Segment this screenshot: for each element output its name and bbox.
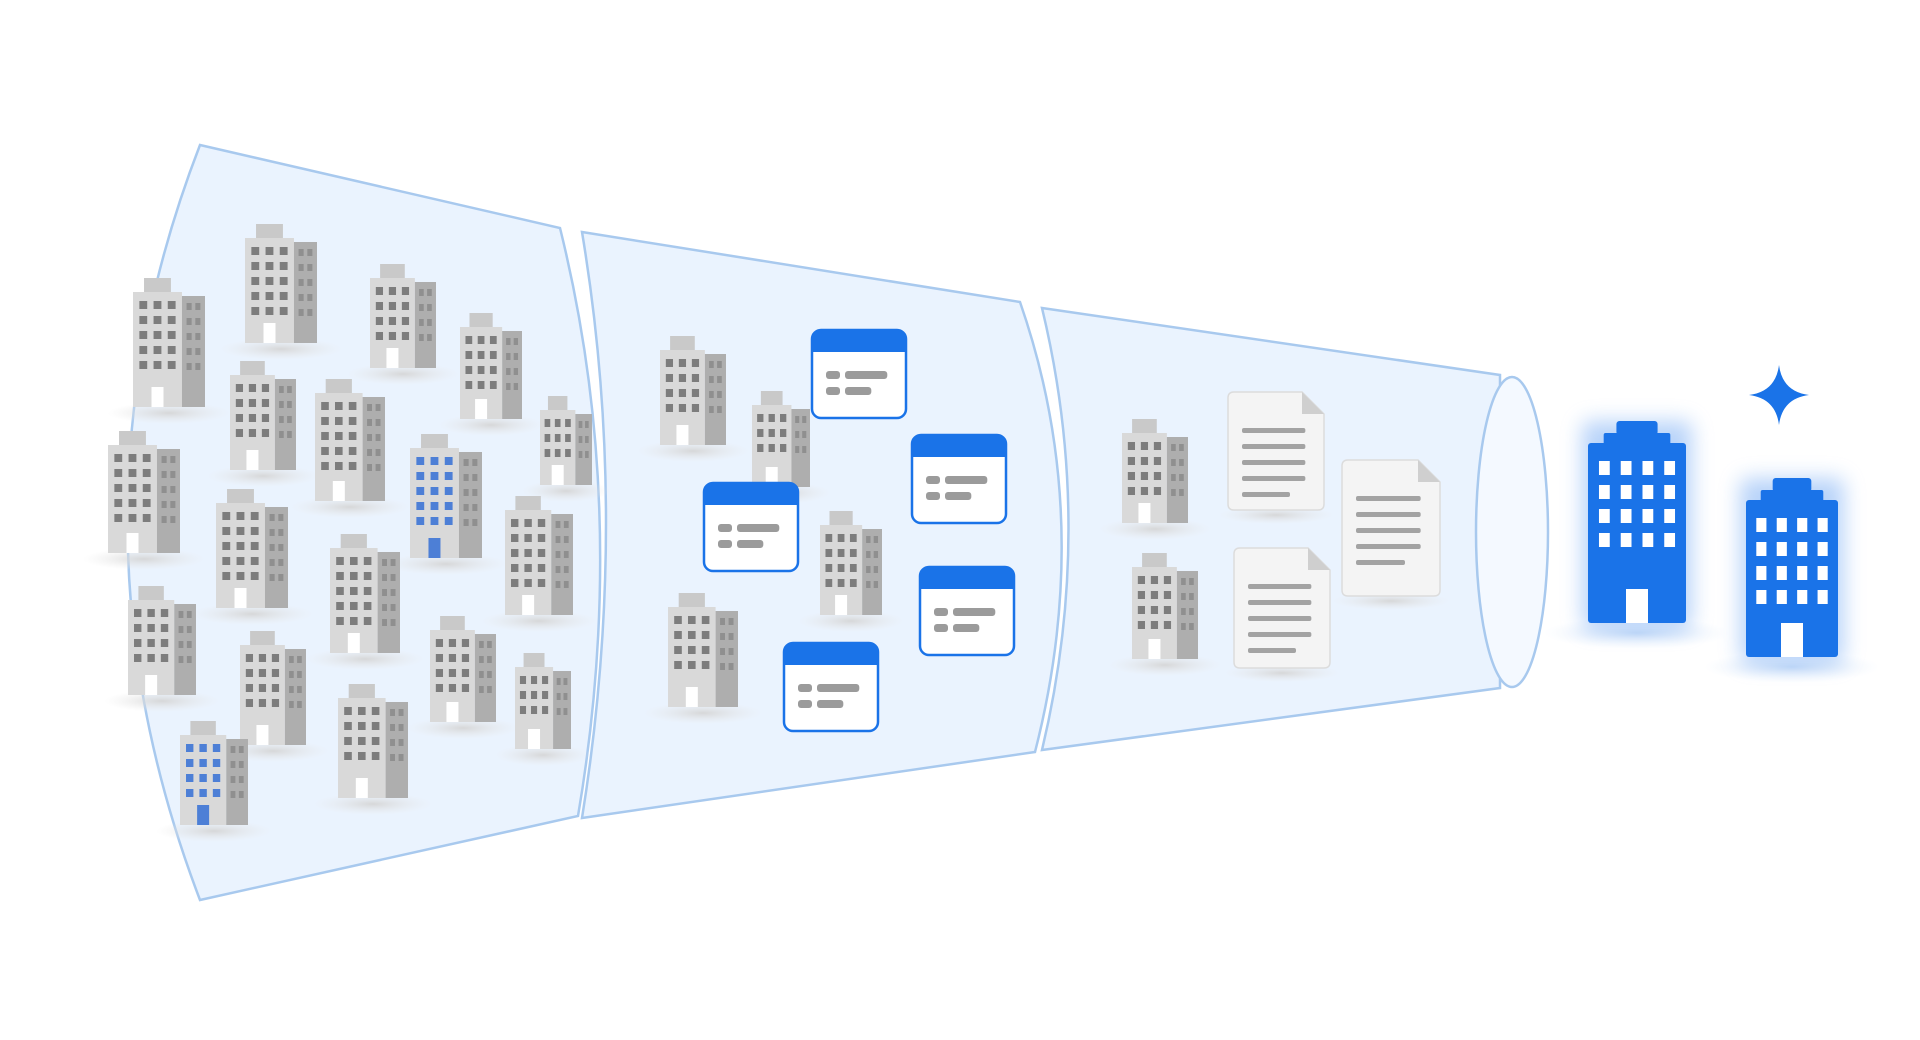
- building-icon: [107, 278, 231, 424]
- building-icon: [384, 434, 508, 575]
- building-icon: [636, 336, 750, 462]
- building-icon: [216, 631, 330, 762]
- document-icon: [1224, 547, 1340, 682]
- sparkle-icon: [1749, 365, 1809, 425]
- stage-2-items: [636, 328, 1016, 733]
- building-icon: [156, 721, 272, 842]
- building-icon: [219, 224, 343, 360]
- building-icon: [438, 313, 544, 436]
- funnel-outlet-ring: [1474, 375, 1550, 689]
- building-icon: [481, 496, 597, 632]
- building-icon: [798, 511, 904, 632]
- building-icon: [104, 586, 220, 712]
- output-buildings: [1543, 365, 1880, 683]
- highlighted-building-icon: [1543, 421, 1731, 649]
- stage-3-items: [1098, 391, 1450, 682]
- building-icon: [313, 684, 433, 815]
- building-icon: [346, 264, 460, 385]
- building-icon: [521, 396, 611, 502]
- highlighted-building-icon: [1704, 478, 1880, 683]
- building-icon: [643, 593, 763, 724]
- building-icon: [190, 489, 314, 625]
- profile-card-icon: [910, 433, 1008, 525]
- building-icon: [406, 616, 520, 739]
- building-icon: [495, 653, 591, 766]
- building-icon: [305, 534, 425, 670]
- building-icon: [206, 361, 320, 487]
- document-icon: [1218, 391, 1334, 524]
- profile-card-icon: [702, 481, 800, 573]
- building-icon: [290, 379, 410, 518]
- profile-card-icon: [782, 641, 880, 733]
- building-icon: [1098, 419, 1212, 540]
- profile-card-icon: [810, 328, 908, 420]
- document-icon: [1332, 459, 1450, 610]
- building-icon: [1108, 553, 1222, 676]
- stage-1-buildings: [82, 224, 611, 842]
- profile-card-icon: [918, 565, 1016, 657]
- building-icon: [82, 431, 206, 570]
